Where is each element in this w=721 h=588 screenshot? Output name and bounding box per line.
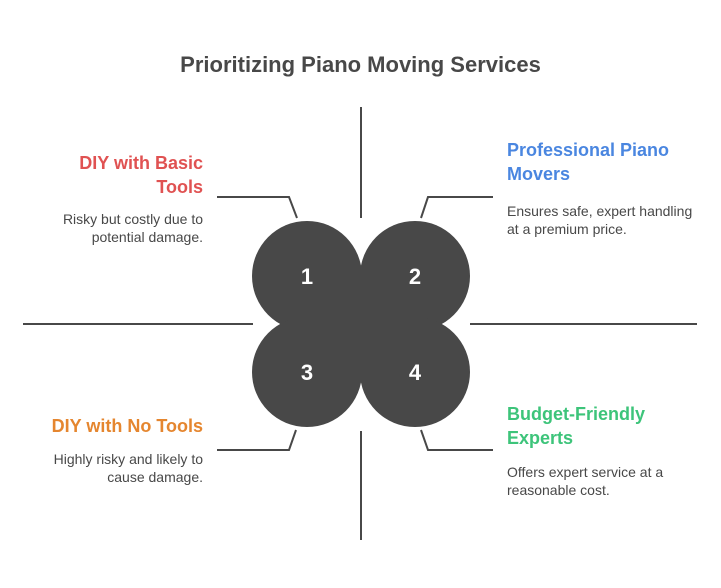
connector-3 [217,429,297,451]
quadrant-1-title: DIY with Basic Tools [79,153,203,197]
quadrant-3-number: 3 [301,360,313,385]
quadrant-3-description: Highly risky and likely to cause damage. [53,451,203,485]
circle-cluster-center [307,276,415,372]
quadrant-4-title: Budget-Friendly Experts [507,404,645,448]
connector-1 [217,196,298,219]
quadrant-4-number: 4 [409,360,422,385]
quadrant-2-title: Professional Piano Movers [507,140,670,184]
connector-2 [420,196,493,219]
connector-4 [420,429,493,451]
quadrant-1-number: 1 [301,264,313,289]
diagram-title: Prioritizing Piano Moving Services [180,52,541,77]
quadrant-3-title: DIY with No Tools [51,416,203,436]
quadrant-1-description: Risky but costly due to potential damage… [62,211,203,245]
quadrant-2-description: Ensures safe, expert handling at a premi… [507,203,693,237]
quadrant-4-description: Offers expert service at a reasonable co… [507,464,664,498]
quadrant-2-number: 2 [409,264,421,289]
